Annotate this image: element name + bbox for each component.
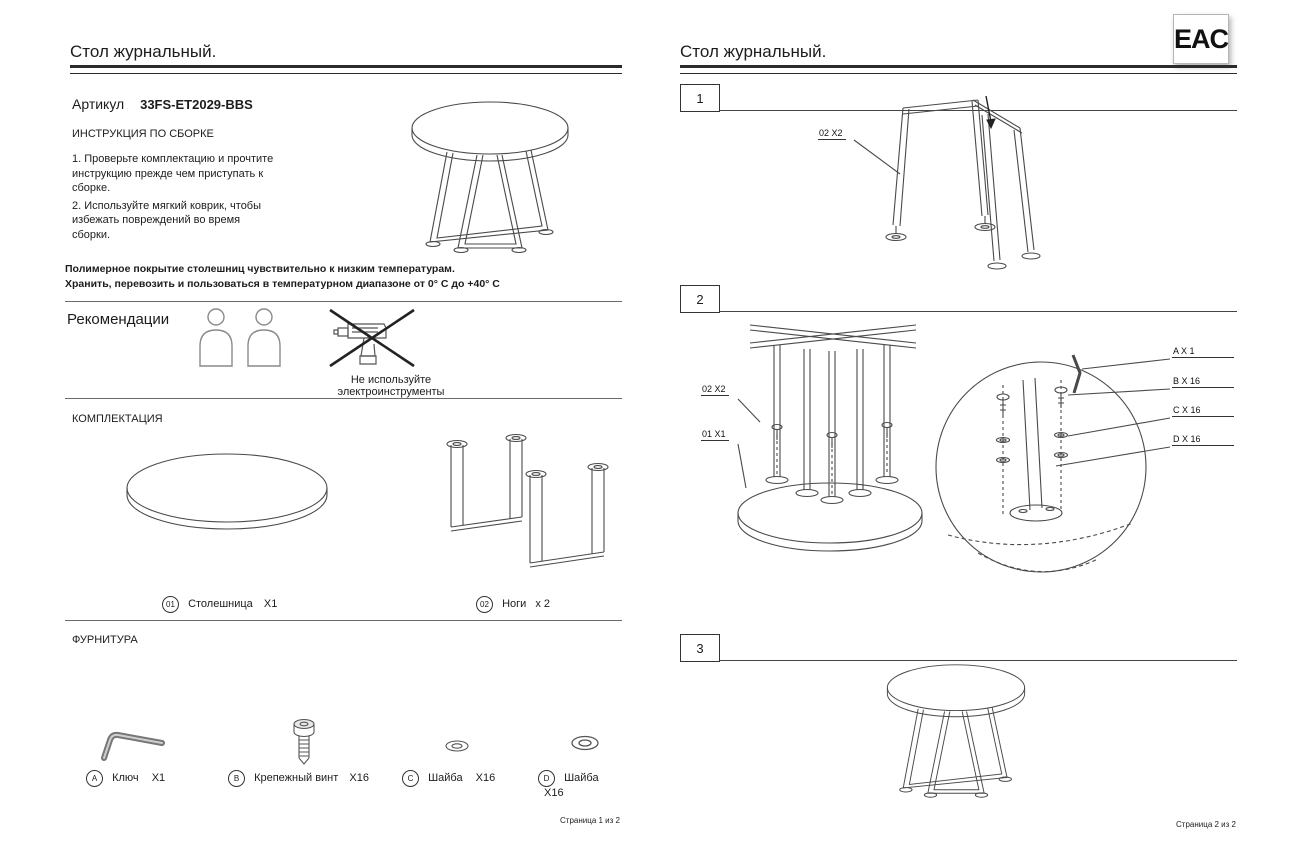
section-instructions-heading: ИНСТРУКЦИЯ ПО СБОРКЕ	[72, 128, 214, 140]
article-label: Артикул	[72, 96, 125, 112]
step2-legs-label: 02 X2	[701, 384, 729, 396]
detail-label-b: B X 16	[1172, 376, 1234, 388]
hardware-qty-d: X16	[544, 787, 564, 799]
page2-footer: Страница 2 из 2	[1176, 820, 1236, 829]
step3-number: 3	[696, 640, 704, 656]
article-row: Артикул 33FS-ET2029-BBS	[72, 96, 253, 112]
hardware-label-d: Шайба	[564, 772, 599, 785]
hardware-letter-c: C	[402, 770, 419, 787]
hardware-item-a: A Ключ X1	[86, 770, 165, 787]
content-label-01: Столешница	[188, 598, 253, 611]
step3-line	[680, 660, 1237, 661]
step1-box: 1	[680, 84, 720, 112]
page2-title: Стол журнальный.	[680, 42, 827, 61]
page-2: Стол журнальный. 1	[678, 0, 1240, 867]
page1-footer: Страница 1 из 2	[560, 816, 620, 825]
hardware-qty-c: X16	[475, 772, 496, 785]
step2-number: 2	[696, 291, 704, 307]
divider-1	[65, 301, 622, 302]
washer-c-icon	[445, 740, 469, 752]
step1-part-label: 02 X2	[818, 128, 846, 140]
temperature-warning: Полимерное покрытие столешниц чувствител…	[65, 262, 623, 292]
tabletop-drawing	[126, 453, 328, 530]
detail-label-a: A X 1	[1172, 346, 1234, 358]
hardware-qty-a: X1	[151, 772, 166, 785]
content-qty-02: х 2	[535, 598, 551, 611]
recommendations-title: Рекомендации	[67, 311, 170, 328]
divider-2	[65, 398, 622, 399]
step3-box: 3	[680, 634, 720, 662]
hardware-item-b: B Крепежный винт X16	[228, 770, 369, 787]
content-num-01: 01	[162, 596, 179, 613]
step2-line	[680, 311, 1237, 312]
screw-icon	[293, 718, 315, 765]
title-rule	[70, 65, 622, 74]
divider-3	[65, 620, 622, 621]
instructions-text: 1. Проверьте комплектацию и прочтите инс…	[72, 152, 280, 242]
step2-top-label: 01 X1	[701, 429, 729, 441]
instruction-step-2: 2. Используйте мягкий коврик, чтобы избе…	[72, 199, 262, 241]
hardware-letter-a: A	[86, 770, 103, 787]
detail-label-d: D X 16	[1172, 434, 1234, 446]
title-rule-2	[680, 65, 1237, 74]
warning-line-2: Хранить, перевозить и пользоваться в тем…	[65, 278, 500, 291]
instruction-step-1: 1. Проверьте комплектацию и прочтите инс…	[72, 153, 274, 195]
content-item-tabletop: 01 Столешница X1	[162, 596, 277, 613]
hardware-label-b: Крепежный винт	[254, 772, 339, 785]
step2-diagram	[737, 324, 1171, 573]
step2-box: 2	[680, 285, 720, 313]
section-hardware-heading: ФУРНИТУРА	[72, 634, 138, 646]
page1-title: Стол журнальный.	[70, 42, 217, 61]
content-item-legs: 02 Ноги х 2	[476, 596, 550, 613]
step1-diagram	[853, 95, 1041, 270]
step3-diagram	[886, 664, 1026, 798]
content-label-02: Ноги	[502, 598, 527, 611]
two-persons-icon	[199, 308, 281, 367]
section-contents-heading: КОМПЛЕКТАЦИЯ	[72, 413, 163, 425]
detail-label-c: C X 16	[1172, 405, 1234, 417]
content-qty-01: X1	[263, 598, 278, 611]
hardware-label-c: Шайба	[428, 772, 463, 785]
page-1: Стол журнальный. Артикул 33FS-ET2029-BBS…	[62, 0, 624, 867]
hardware-qty-b: X16	[349, 772, 369, 785]
legs-drawing	[446, 433, 609, 568]
content-num-02: 02	[476, 596, 493, 613]
hardware-letter-d: D	[538, 770, 555, 787]
step1-number: 1	[696, 90, 704, 106]
no-power-tools-note: Не используйте электроинструменты	[337, 374, 445, 398]
warning-line-1: Полимерное покрытие столешниц чувствител…	[65, 263, 455, 275]
hardware-label-a: Ключ	[112, 772, 139, 785]
hardware-letter-b: B	[228, 770, 245, 787]
hardware-item-d: D Шайба X16	[538, 770, 624, 799]
hardware-item-c: C Шайба X16	[402, 770, 495, 787]
no-power-tools-icon	[329, 308, 415, 368]
step1-line	[680, 110, 1237, 111]
hex-key-icon	[101, 731, 165, 761]
eac-mark: EAC	[1173, 14, 1229, 64]
washer-d-icon	[571, 735, 599, 751]
article-value: 33FS-ET2029-BBS	[140, 97, 253, 112]
assembled-table-drawing	[411, 101, 569, 254]
